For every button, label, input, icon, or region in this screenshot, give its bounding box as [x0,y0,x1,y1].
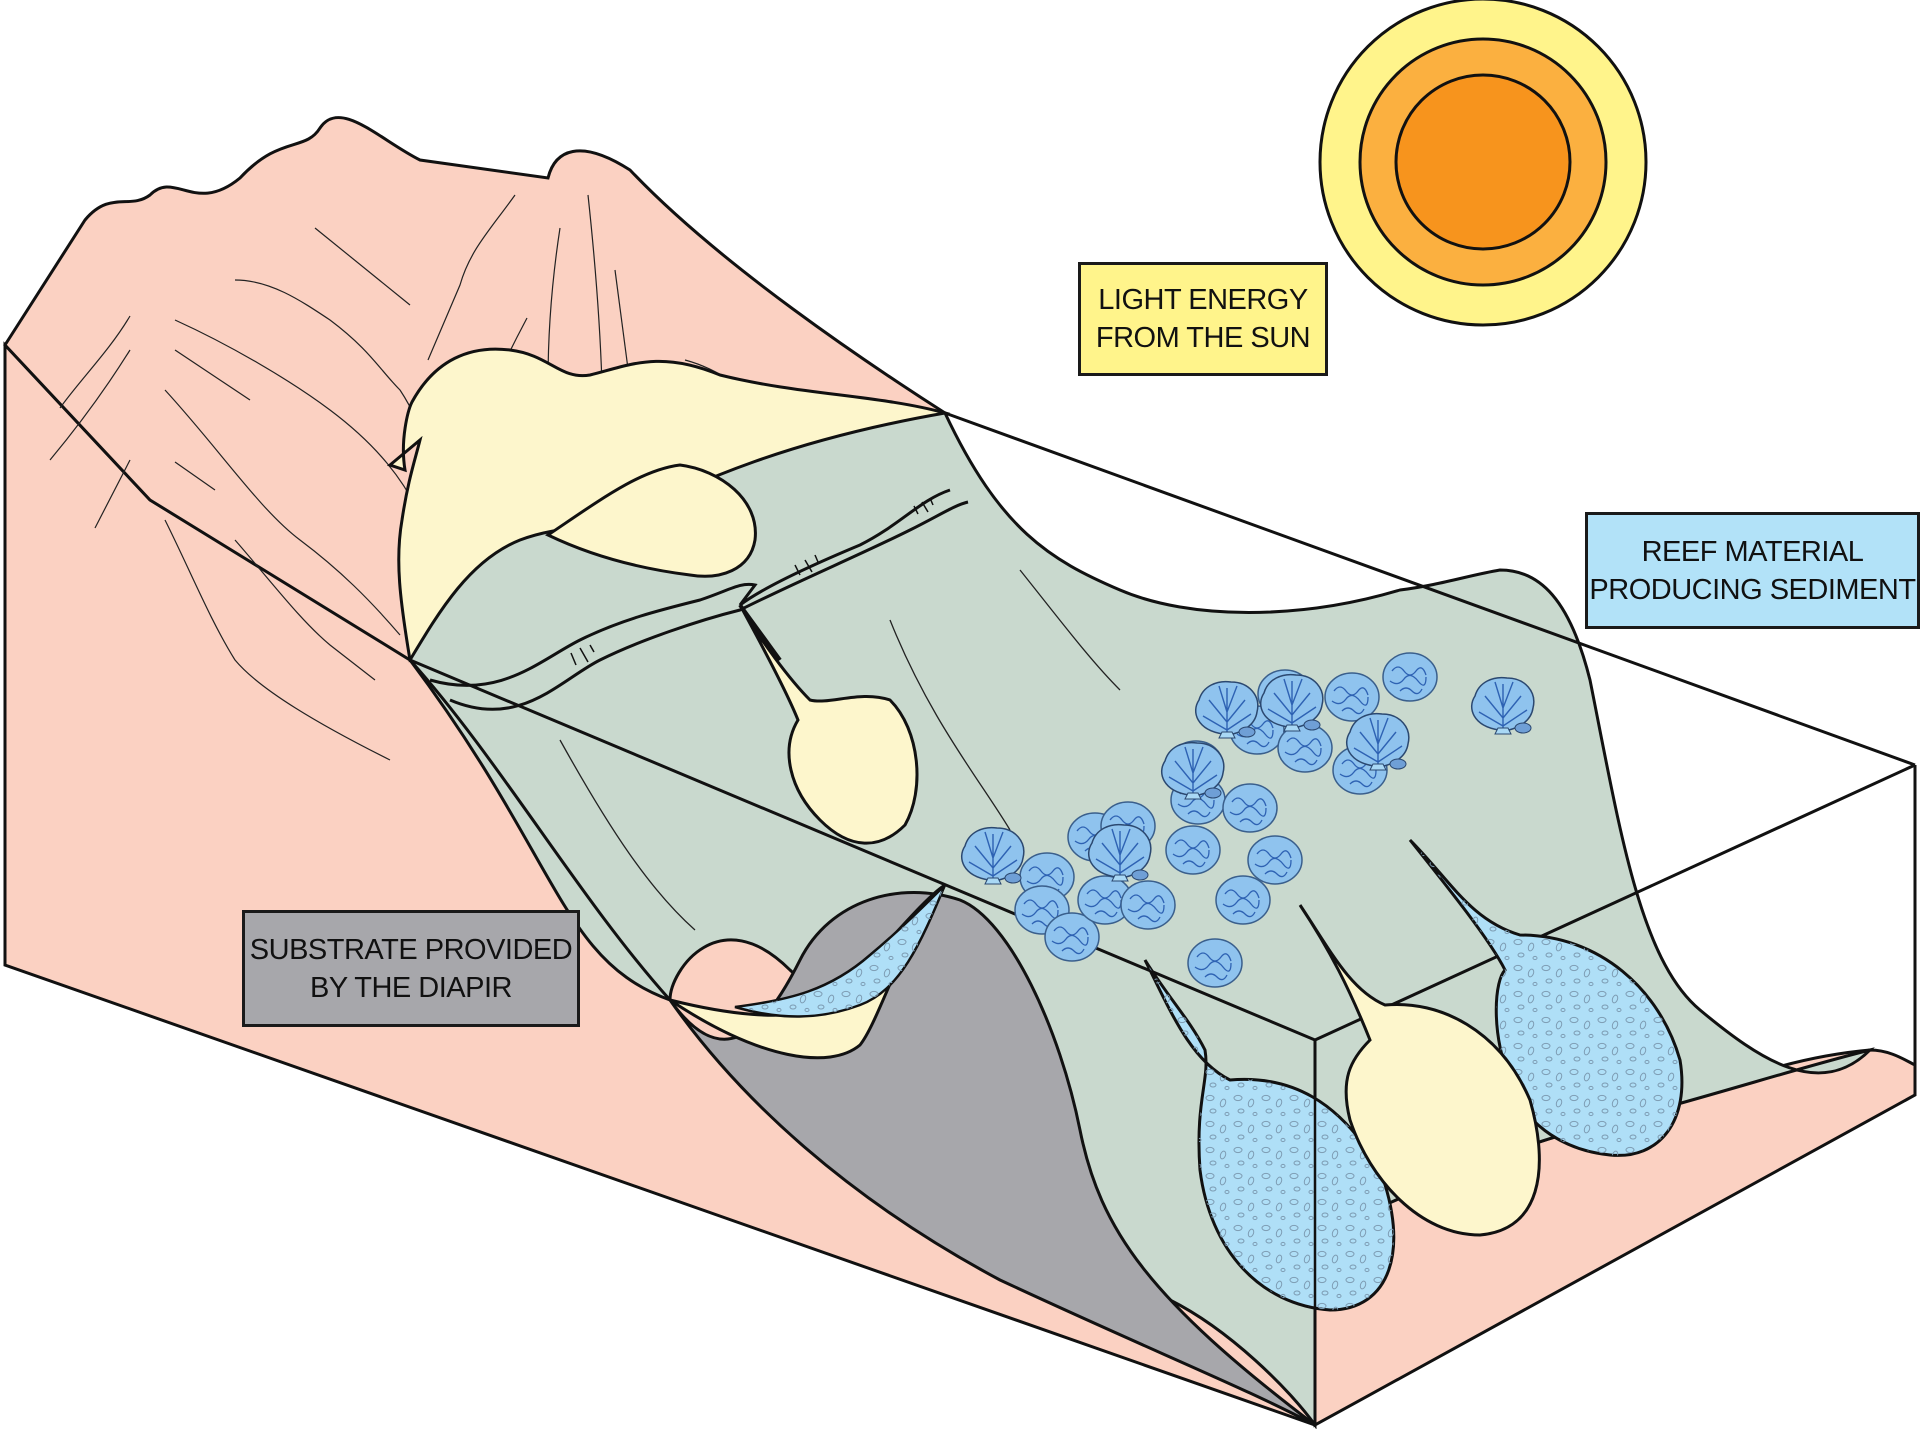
brain-coral-icon [1215,875,1271,925]
fan-coral-icon [1470,676,1535,735]
label-sun-line2: FROM THE SUN [1095,322,1311,354]
brain-coral-texture [1389,666,1427,695]
brain-coral-texture [1084,889,1122,918]
brain-coral-icon [1120,880,1176,930]
channel-tick-marks [570,497,934,666]
pebble-texture [1145,960,1394,1310]
seafloor-left-edge [408,658,672,1002]
label-reef-line1: REEF MATERIAL [1641,535,1864,568]
label-reef-line2: PRODUCING SEDIMENT [1589,573,1916,606]
brain-coral-icon [1247,835,1303,885]
reef-sediment-lobes [1143,838,1684,1312]
mid-slope-sand-lobe [738,604,919,845]
brain-coral-icon [1382,652,1438,702]
brain-coral-texture [1254,849,1292,878]
brain-coral-icon [1324,672,1380,722]
brain-coral-icon [1165,825,1221,875]
label-substrate-diapir: SUBSTRATE PROVIDED BY THE DIAPIR [242,910,580,1027]
label-reef-material: REEF MATERIAL PRODUCING SEDIMENT [1585,512,1920,629]
label-diapir-line1: SUBSTRATE PROVIDED [249,933,573,966]
brain-coral-texture [1172,839,1210,868]
feeder-channel-line [738,603,782,662]
upper-sand-lobe [544,463,757,578]
fan-coral-icon [1259,673,1324,732]
lower-sand-lobe [1298,904,1541,1237]
brain-coral-texture [1331,686,1369,715]
brain-coral-texture [1284,737,1322,766]
seafloor-slope-lines [559,569,1121,931]
fan-coral-icon [1345,712,1410,771]
brain-coral-texture [1194,952,1232,981]
brain-coral-icon [1044,912,1100,962]
sun-icon [1318,0,1648,327]
submarine-channel [429,488,969,711]
label-light-energy-from-sun: LIGHT ENERGY FROM THE SUN [1078,262,1328,376]
fan-coral-icon [1194,680,1259,739]
fan-coral-icon [960,826,1025,885]
fan-coral-icon [1087,823,1152,882]
label-diapir-line2: BY THE DIAPIR [310,971,512,1004]
brain-coral-icon [1187,938,1243,988]
block-wireframe [409,411,1917,1425]
reef-corals [960,652,1535,988]
label-sun-line1: LIGHT ENERGY [1098,284,1308,316]
pebble-texture [1410,840,1682,1156]
brain-coral-texture [1229,797,1267,826]
fan-coral-icon [1160,741,1225,800]
brain-coral-texture [1222,889,1260,918]
brain-coral-icon [1222,783,1278,833]
brain-coral-texture [1051,926,1089,955]
pebble-texture [740,885,945,1017]
brain-coral-texture [1127,894,1165,923]
